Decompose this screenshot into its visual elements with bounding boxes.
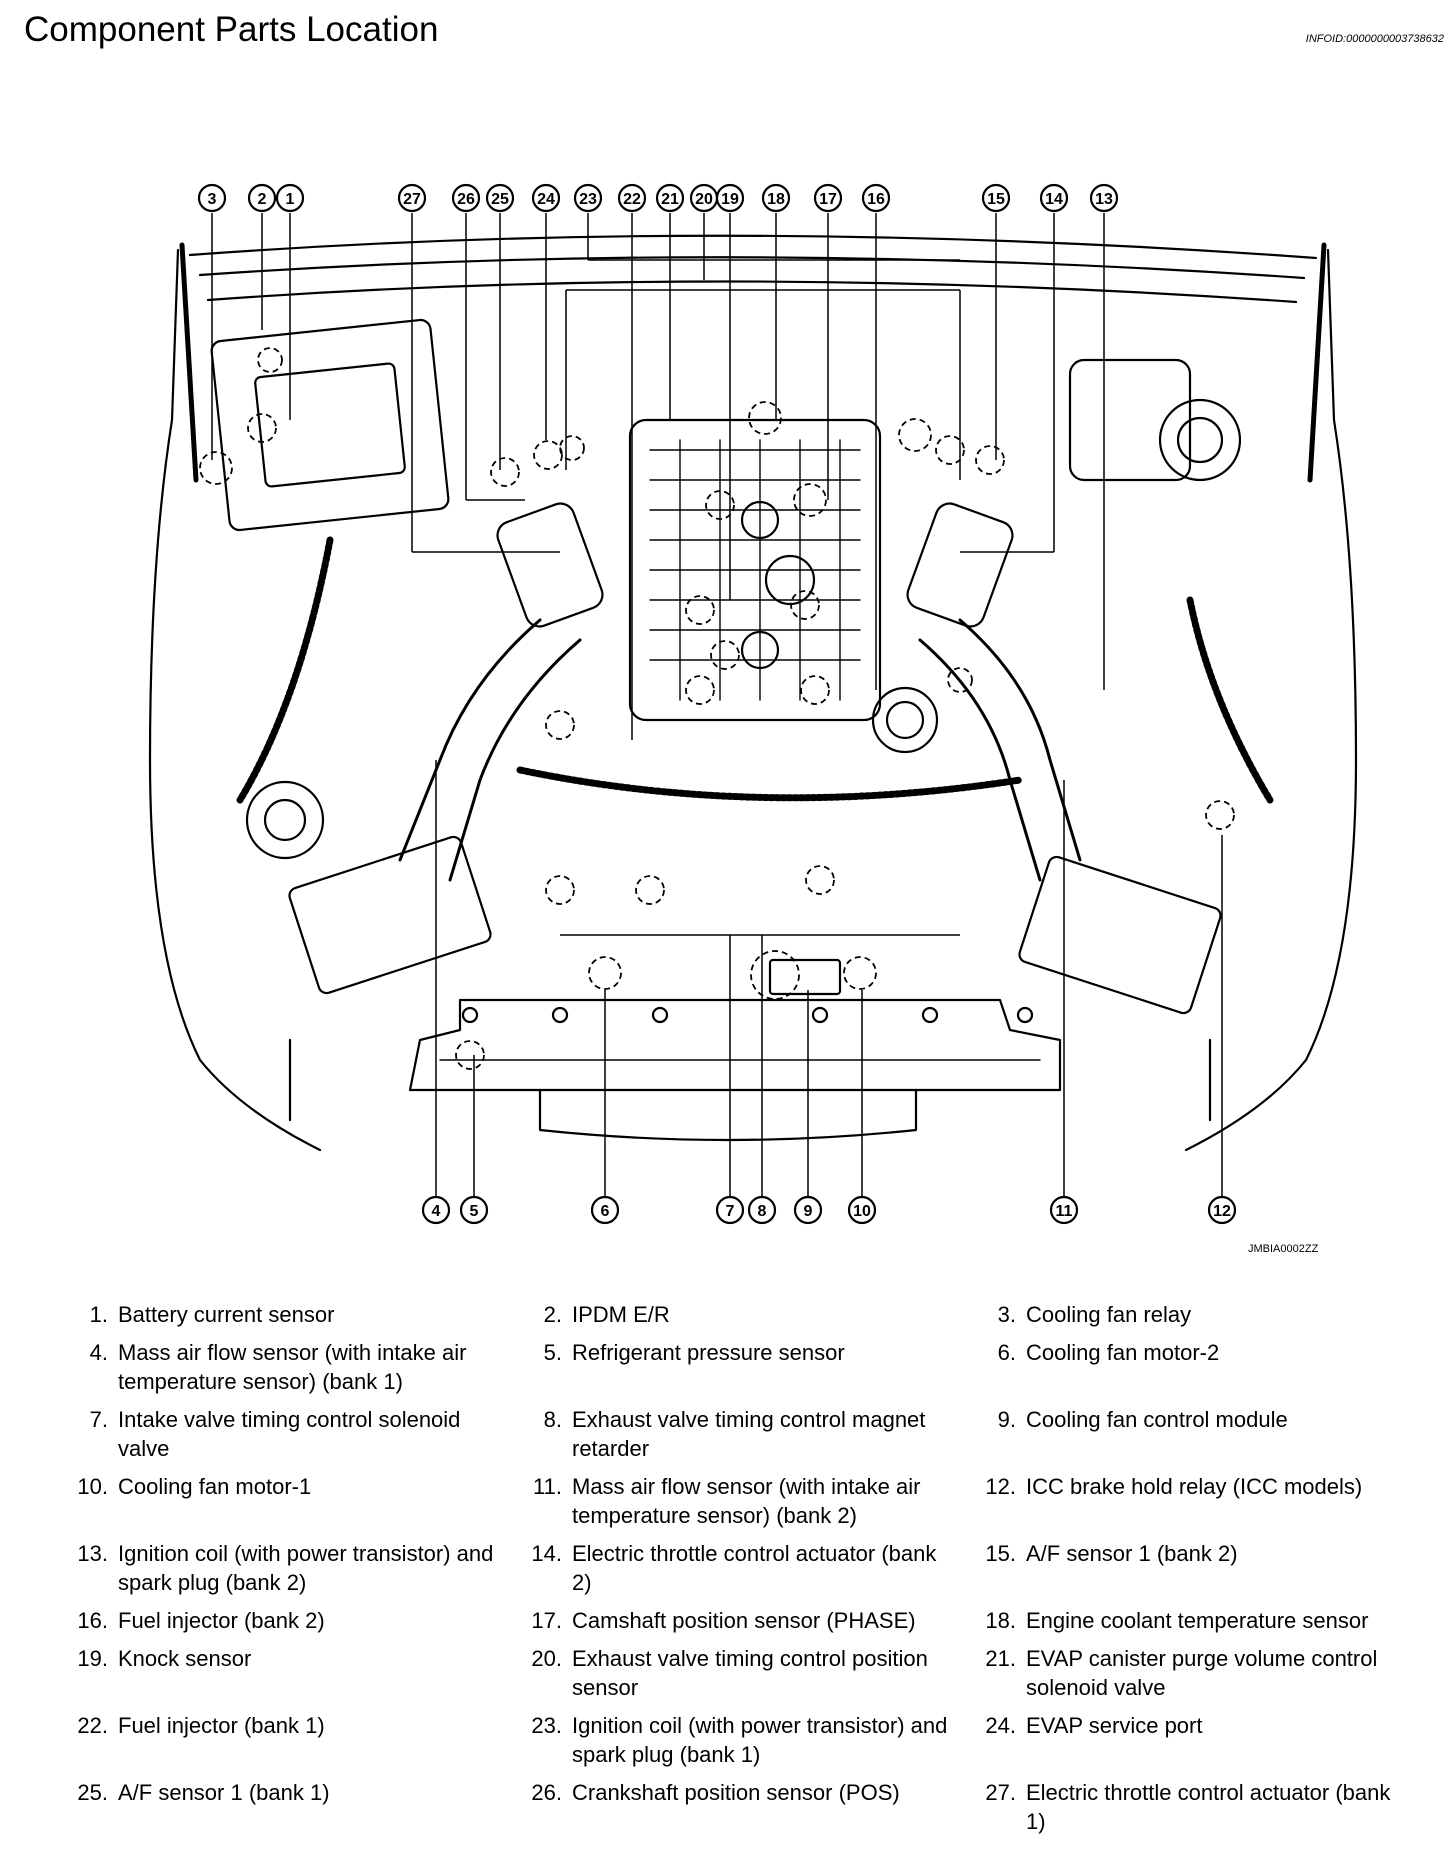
svg-text:25: 25	[491, 191, 509, 208]
callout-17: 17	[813, 183, 843, 213]
callout-23: 23	[573, 183, 603, 213]
svg-text:21: 21	[661, 191, 679, 208]
callout-21: 21	[655, 183, 685, 213]
intake-duct-bank1	[398, 618, 542, 862]
svg-text:13: 13	[1095, 191, 1113, 208]
harness-left	[236, 536, 334, 804]
svg-text:20: 20	[695, 191, 713, 208]
cooling-fan-module	[768, 958, 842, 996]
svg-text:10: 10	[853, 1203, 871, 1220]
callout-9: 9	[793, 1195, 823, 1225]
svg-text:17: 17	[819, 191, 837, 208]
svg-text:6: 6	[601, 1203, 610, 1220]
callout-16: 16	[861, 183, 891, 213]
callout-13: 13	[1089, 183, 1119, 213]
callout-14: 14	[1039, 183, 1069, 213]
callout-8: 8	[747, 1195, 777, 1225]
svg-text:18: 18	[767, 191, 785, 208]
callout-27: 27	[397, 183, 427, 213]
svg-text:14: 14	[1045, 191, 1063, 208]
callout-12: 12	[1207, 1195, 1237, 1225]
callout-3: 3	[197, 183, 227, 213]
callout-5: 5	[459, 1195, 489, 1225]
callout-22: 22	[617, 183, 647, 213]
info-id: INFOID:0000000003738632	[1305, 33, 1444, 45]
svg-text:12: 12	[1213, 1203, 1231, 1220]
callout-11: 11	[1049, 1195, 1079, 1225]
callout-4: 4	[421, 1195, 451, 1225]
svg-text:9: 9	[804, 1203, 813, 1220]
callout-10: 10	[847, 1195, 877, 1225]
air-cleaner-left	[288, 835, 492, 995]
svg-text:11: 11	[1056, 1203, 1073, 1220]
cowl-top	[188, 234, 1318, 260]
svg-text:26: 26	[457, 191, 475, 208]
svg-text:1: 1	[286, 191, 295, 208]
svg-text:24: 24	[537, 191, 555, 208]
body-outline-left	[148, 248, 322, 1152]
callout-19: 19	[715, 183, 745, 213]
callout-6: 6	[590, 1195, 620, 1225]
callout-7: 7	[715, 1195, 745, 1225]
svg-text:3: 3	[208, 191, 217, 208]
page-title: Component Parts Location	[24, 10, 439, 49]
image-code: JMBIA0002ZZ	[1248, 1243, 1319, 1255]
callout-24: 24	[531, 183, 561, 213]
brake-fluid-reservoir	[1068, 358, 1192, 482]
harness-right	[1186, 596, 1274, 804]
svg-text:8: 8	[758, 1203, 767, 1220]
intake-duct-bank2	[958, 618, 1082, 862]
callout-20: 20	[689, 183, 719, 213]
svg-text:7: 7	[726, 1203, 735, 1220]
engine-compartment-diagram: 3 2 1 27 26 25 24 23 22 21 20 19 18 17 1…	[148, 183, 1358, 1225]
callout-26: 26	[451, 183, 481, 213]
svg-text:27: 27	[403, 191, 421, 208]
throttle-body-bank2	[906, 502, 1014, 628]
battery	[210, 318, 450, 532]
throttle-body-bank1	[496, 502, 604, 628]
svg-text:15: 15	[987, 191, 1005, 208]
callout-18: 18	[761, 183, 791, 213]
oil-filler-cap	[871, 686, 939, 754]
svg-text:19: 19	[721, 191, 739, 208]
radiator-support	[408, 998, 1062, 1092]
svg-text:5: 5	[470, 1203, 479, 1220]
intake-plenum	[628, 418, 882, 722]
svg-text:23: 23	[579, 191, 597, 208]
harness-front	[516, 766, 1024, 802]
svg-text:16: 16	[867, 191, 885, 208]
callout-25: 25	[485, 183, 515, 213]
hood-strut-left	[179, 242, 199, 483]
svg-text:22: 22	[623, 191, 641, 208]
svg-text:4: 4	[432, 1203, 441, 1220]
air-cleaner-right	[1018, 855, 1222, 1015]
callout-1: 1	[275, 183, 305, 213]
hood-strut-right	[1307, 242, 1327, 483]
svg-text:2: 2	[258, 191, 267, 208]
callout-15: 15	[981, 183, 1011, 213]
body-outline-right	[1184, 248, 1358, 1152]
callout-2: 2	[247, 183, 277, 213]
